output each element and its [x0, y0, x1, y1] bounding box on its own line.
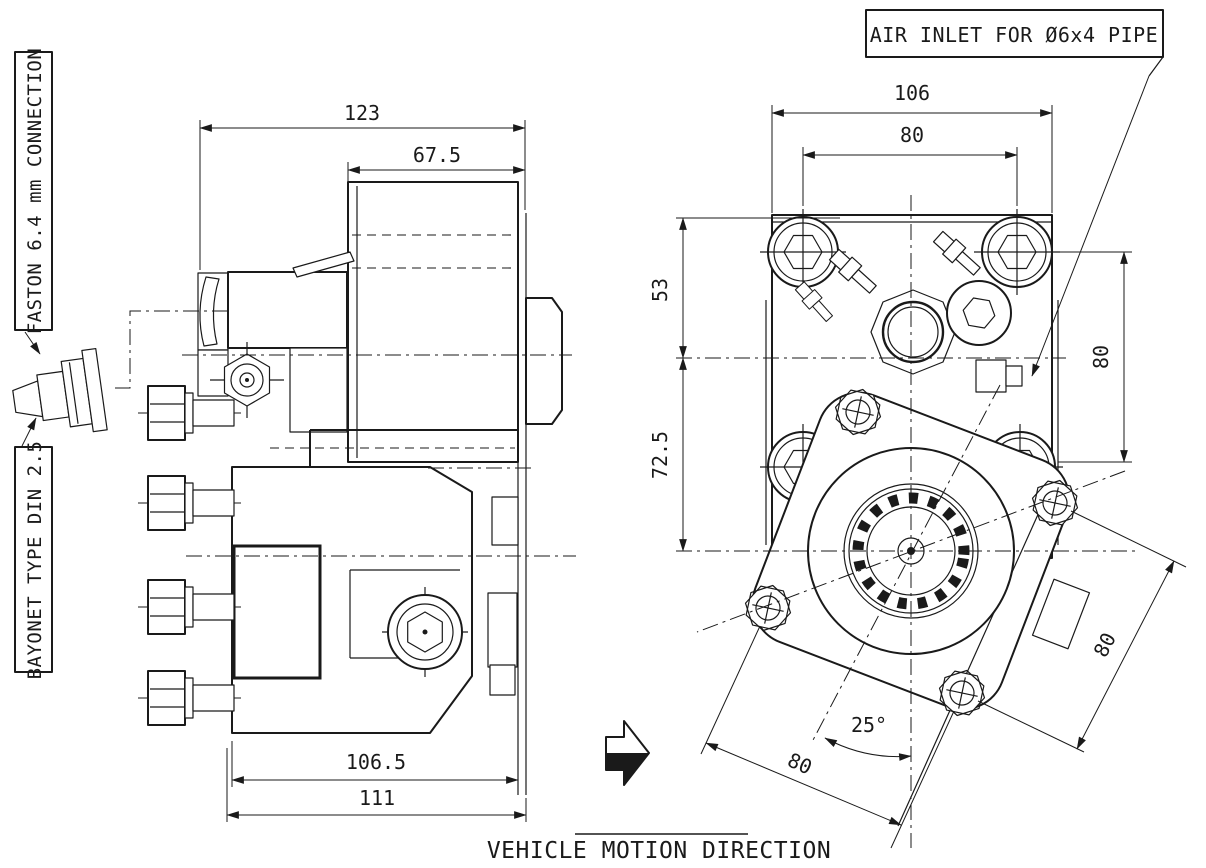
- callout-air-inlet: AIR INLET FOR Ø6x4 PIPE: [865, 9, 1164, 377]
- top-port: [870, 289, 956, 375]
- dim-side-upper: 67.5: [347, 143, 526, 184]
- side-view: [12, 181, 576, 795]
- hex-plug-front: [946, 280, 1012, 346]
- dim-label: 80: [1089, 345, 1113, 369]
- leader-arrow: [1031, 75, 1150, 377]
- solenoid-valve-body: [227, 271, 348, 349]
- dim-front-axis-to-axis: 72.5: [648, 357, 687, 552]
- dim-label: 111: [359, 786, 395, 810]
- callout-label: FASTON 6.4 mm CONNECTION: [24, 48, 46, 335]
- dim-side-total: 111: [226, 748, 527, 822]
- dim-label: 72.5: [648, 431, 672, 479]
- hex-plug: [382, 587, 468, 677]
- mounting-plate-section: [232, 544, 322, 680]
- diagonal-centerline: [696, 470, 1126, 633]
- air-inlet-fitting: [975, 359, 1023, 393]
- mounting-bolt: [137, 579, 247, 635]
- vehicle-motion-direction: VEHICLE MOTION DIRECTION: [487, 720, 831, 864]
- dim-label: 67.5: [413, 143, 461, 167]
- dim-front-bolt-diag-bottom: 80: [700, 625, 955, 849]
- output-flange-cap: [525, 297, 563, 425]
- dim-label: 53: [648, 278, 672, 302]
- dim-label: 25°: [851, 713, 887, 737]
- front-view: [676, 195, 1140, 848]
- callout-bayonet: BAYONET TYPE DIN 2.5: [14, 417, 53, 680]
- solenoid-lever: [199, 276, 220, 347]
- leader-arrow: [24, 331, 41, 355]
- dim-label: 123: [344, 101, 380, 125]
- dim-label: 80: [1089, 629, 1121, 661]
- dim-side-flange: 106.5: [231, 741, 519, 787]
- dim-front-width: 106: [771, 81, 1053, 213]
- dim-front-bolt-h: 80: [802, 123, 1018, 206]
- dim-label: 80: [784, 748, 816, 780]
- hex-fitting: [210, 342, 284, 418]
- dim-label: 106: [894, 81, 930, 105]
- mounting-bolt: [137, 475, 247, 531]
- vehicle-motion-label: VEHICLE MOTION DIRECTION: [487, 838, 831, 864]
- callout-label: AIR INLET FOR Ø6x4 PIPE: [870, 23, 1158, 47]
- dim-label: 106.5: [346, 750, 406, 774]
- diagonal-centerline: [811, 384, 1001, 743]
- leader-arrow: [21, 417, 37, 447]
- dim-label: 80: [900, 123, 924, 147]
- dim-front-angle: 25°: [824, 713, 912, 761]
- callout-faston: FASTON 6.4 mm CONNECTION: [14, 48, 53, 355]
- dim-side-overall: 123: [199, 101, 526, 270]
- faston-connector: [12, 347, 108, 433]
- dim-front-top-to-axis: 53: [648, 217, 840, 359]
- callout-label: BAYONET TYPE DIN 2.5: [24, 441, 46, 680]
- dim-front-bolt-v: 80: [1056, 251, 1132, 463]
- mounting-bolt: [137, 670, 247, 726]
